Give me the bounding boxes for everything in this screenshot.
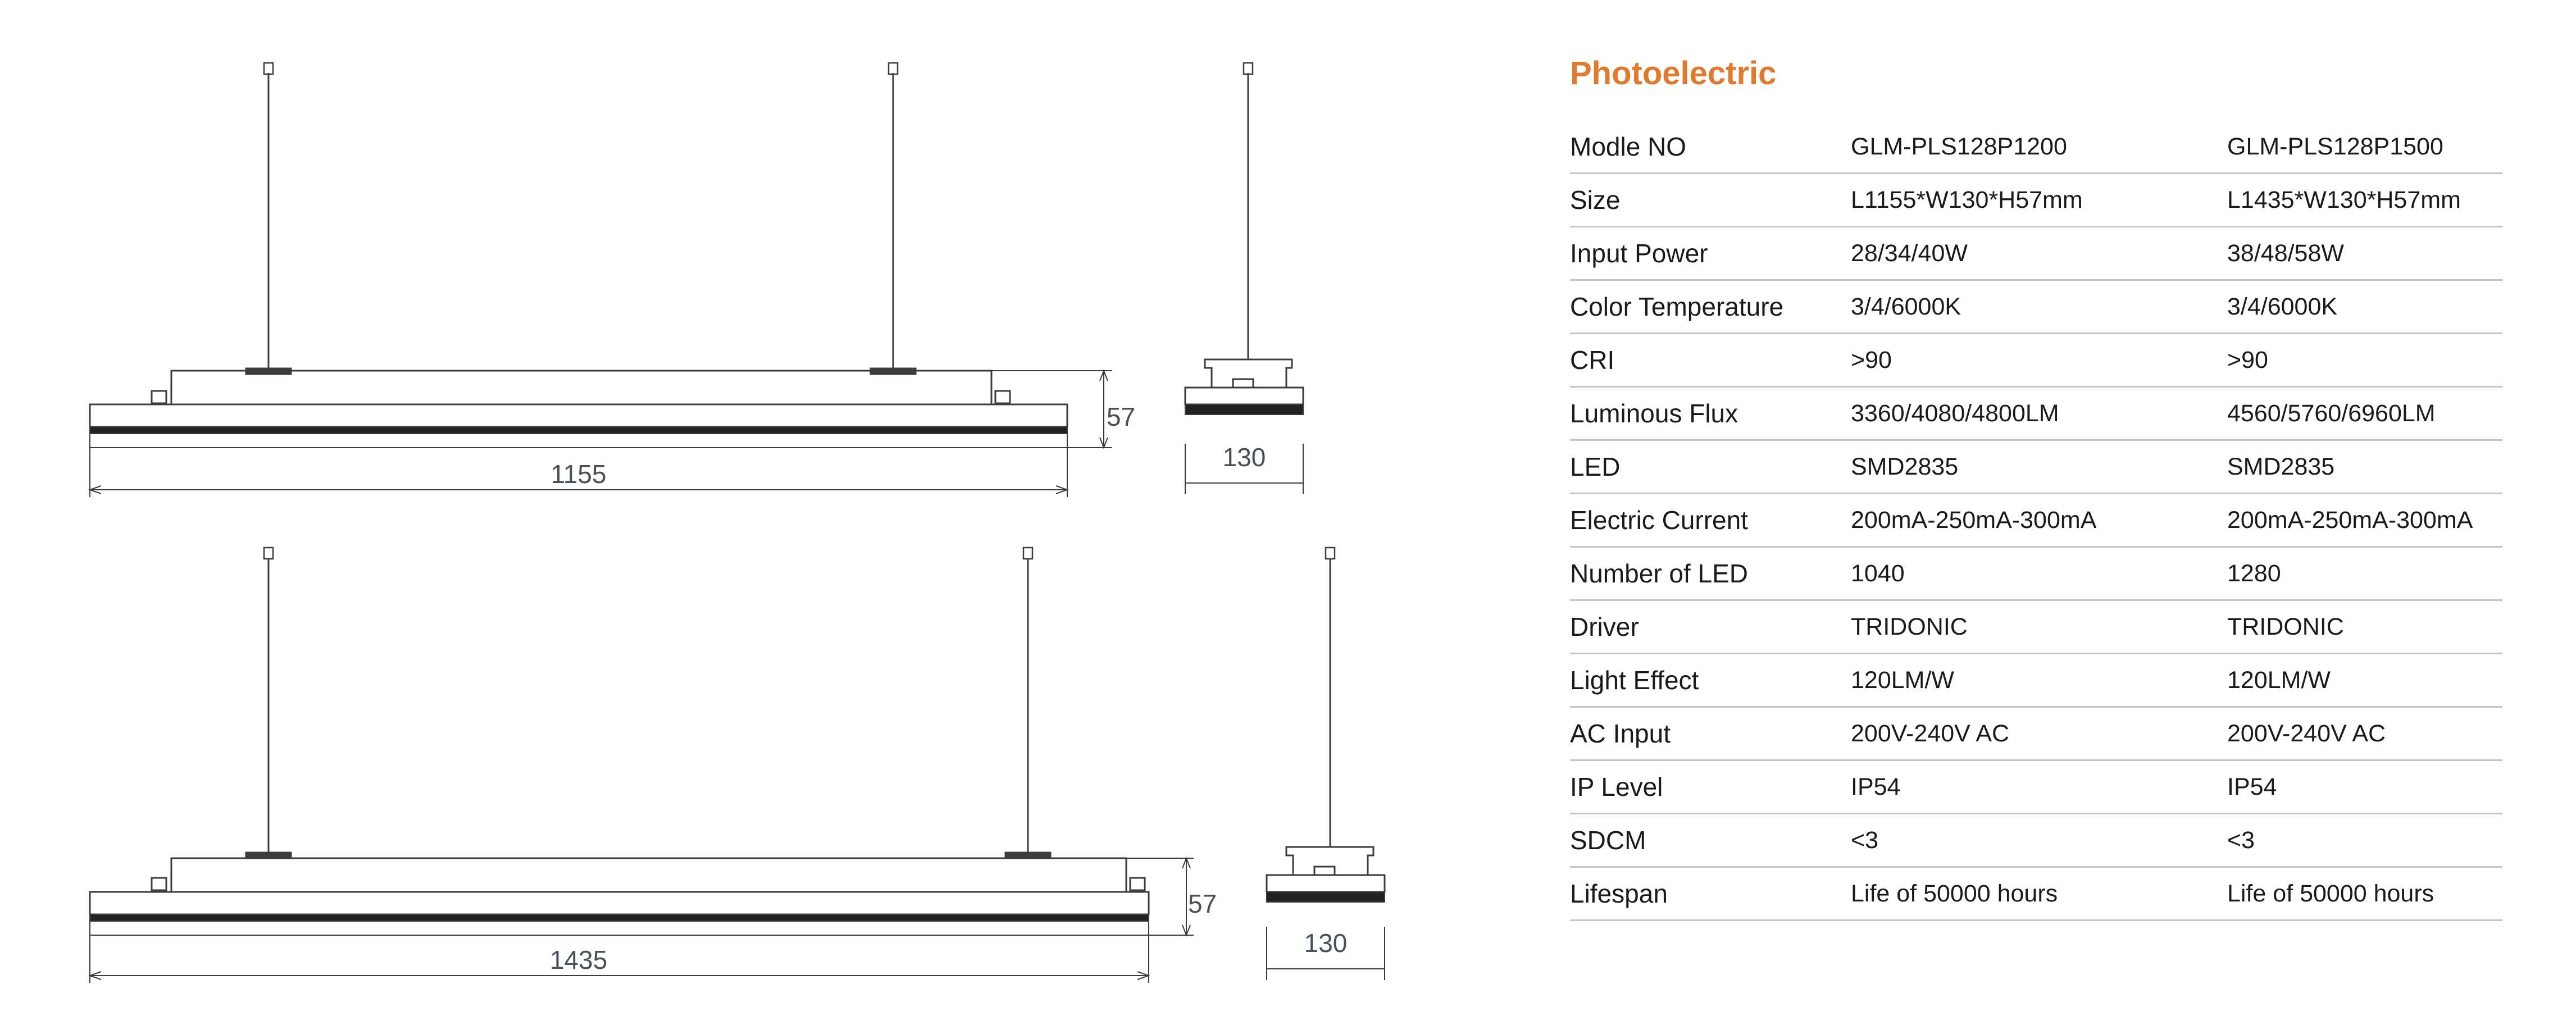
- bottom-width-dimension: [1266, 927, 1385, 980]
- spec-label: SDCM: [1570, 813, 1851, 868]
- spec-label: Driver: [1570, 600, 1851, 654]
- spec-value-model-1: GLM-PLS128P1200: [1851, 121, 2227, 174]
- technical-drawings: 1155 57 130 1435 57 130: [88, 62, 1386, 983]
- top-side-view: [1184, 62, 1304, 415]
- spec-label: Electric Current: [1570, 493, 1851, 548]
- spec-label: CRI: [1570, 333, 1851, 388]
- spec-value-model-1: 200mA-250mA-300mA: [1851, 493, 2227, 548]
- spec-title: Photoelectric: [1570, 55, 1777, 92]
- bottom-front-view: [89, 546, 1150, 936]
- spec-label: Modle NO: [1570, 121, 1851, 174]
- spec-label: Input Power: [1570, 226, 1851, 281]
- bottom-length-label: 1435: [550, 945, 607, 974]
- spec-value-model-2: 3/4/6000K: [2227, 280, 2502, 334]
- spec-value-model-1: 3360/4080/4800LM: [1851, 386, 2227, 441]
- spec-value-model-2: <3: [2227, 813, 2502, 868]
- top-height-label: 57: [1107, 402, 1135, 431]
- spec-value-model-1: IP54: [1851, 760, 2227, 814]
- spec-value-model-2: >90: [2227, 333, 2502, 388]
- top-height-dimension: [991, 369, 1112, 449]
- spec-value-model-1: TRIDONIC: [1851, 600, 2227, 654]
- spec-value-model-2: 200mA-250mA-300mA: [2227, 493, 2502, 548]
- spec-value-model-1: L1155*W130*H57mm: [1851, 173, 2227, 227]
- bottom-height-dimension: [1126, 857, 1194, 937]
- spec-value-model-1: >90: [1851, 333, 2227, 388]
- top-width-label: 130: [1223, 443, 1266, 472]
- bottom-width-label: 130: [1304, 928, 1348, 958]
- spec-label: LED: [1570, 440, 1851, 494]
- spec-value-model-1: 120LM/W: [1851, 653, 2227, 708]
- spec-label: Number of LED: [1570, 546, 1851, 601]
- spec-value-model-1: Life of 50000 hours: [1851, 867, 2227, 921]
- spec-label: Size: [1570, 173, 1851, 227]
- spec-value-model-1: 1040: [1851, 546, 2227, 601]
- spec-value-model-2: Life of 50000 hours: [2227, 867, 2502, 921]
- top-front-view: [89, 62, 1068, 448]
- spec-value-model-1: SMD2835: [1851, 440, 2227, 494]
- spec-value-model-2: TRIDONIC: [2227, 600, 2502, 654]
- spec-label: IP Level: [1570, 760, 1851, 814]
- spec-label: Color Temperature: [1570, 280, 1851, 334]
- spec-value-model-2: 4560/5760/6960LM: [2227, 386, 2502, 441]
- spec-value-model-2: 1280: [2227, 546, 2502, 601]
- spec-value-model-2: 120LM/W: [2227, 653, 2502, 708]
- spec-value-model-1: 200V-240V AC: [1851, 707, 2227, 761]
- bottom-side-view: [1266, 546, 1386, 903]
- spec-label: Lifespan: [1570, 867, 1851, 921]
- spec-value-model-1: 28/34/40W: [1851, 226, 2227, 281]
- bottom-length-dimension: [88, 935, 1151, 983]
- top-width-dimension: [1185, 444, 1304, 494]
- spec-value-model-2: L1435*W130*H57mm: [2227, 173, 2502, 227]
- spec-row: CRI>90>90: [1570, 333, 2502, 388]
- top-length-label: 1155: [551, 459, 607, 489]
- spec-value-model-1: 3/4/6000K: [1851, 280, 2227, 334]
- spec-value-model-2: GLM-PLS128P1500: [2227, 121, 2502, 174]
- spec-value-model-2: 38/48/58W: [2227, 226, 2502, 281]
- spec-label: Luminous Flux: [1570, 386, 1851, 441]
- spec-value-model-2: SMD2835: [2227, 440, 2502, 494]
- top-length-dimension: [88, 448, 1069, 497]
- bottom-height-label: 57: [1188, 889, 1217, 918]
- spec-value-model-2: 200V-240V AC: [2227, 707, 2502, 761]
- spec-label: AC Input: [1570, 707, 1851, 761]
- spec-value-model-2: IP54: [2227, 760, 2502, 814]
- spec-value-model-1: <3: [1851, 813, 2227, 868]
- spec-label: Light Effect: [1570, 653, 1851, 708]
- spec-row: SDCM<3<3: [1570, 813, 2502, 868]
